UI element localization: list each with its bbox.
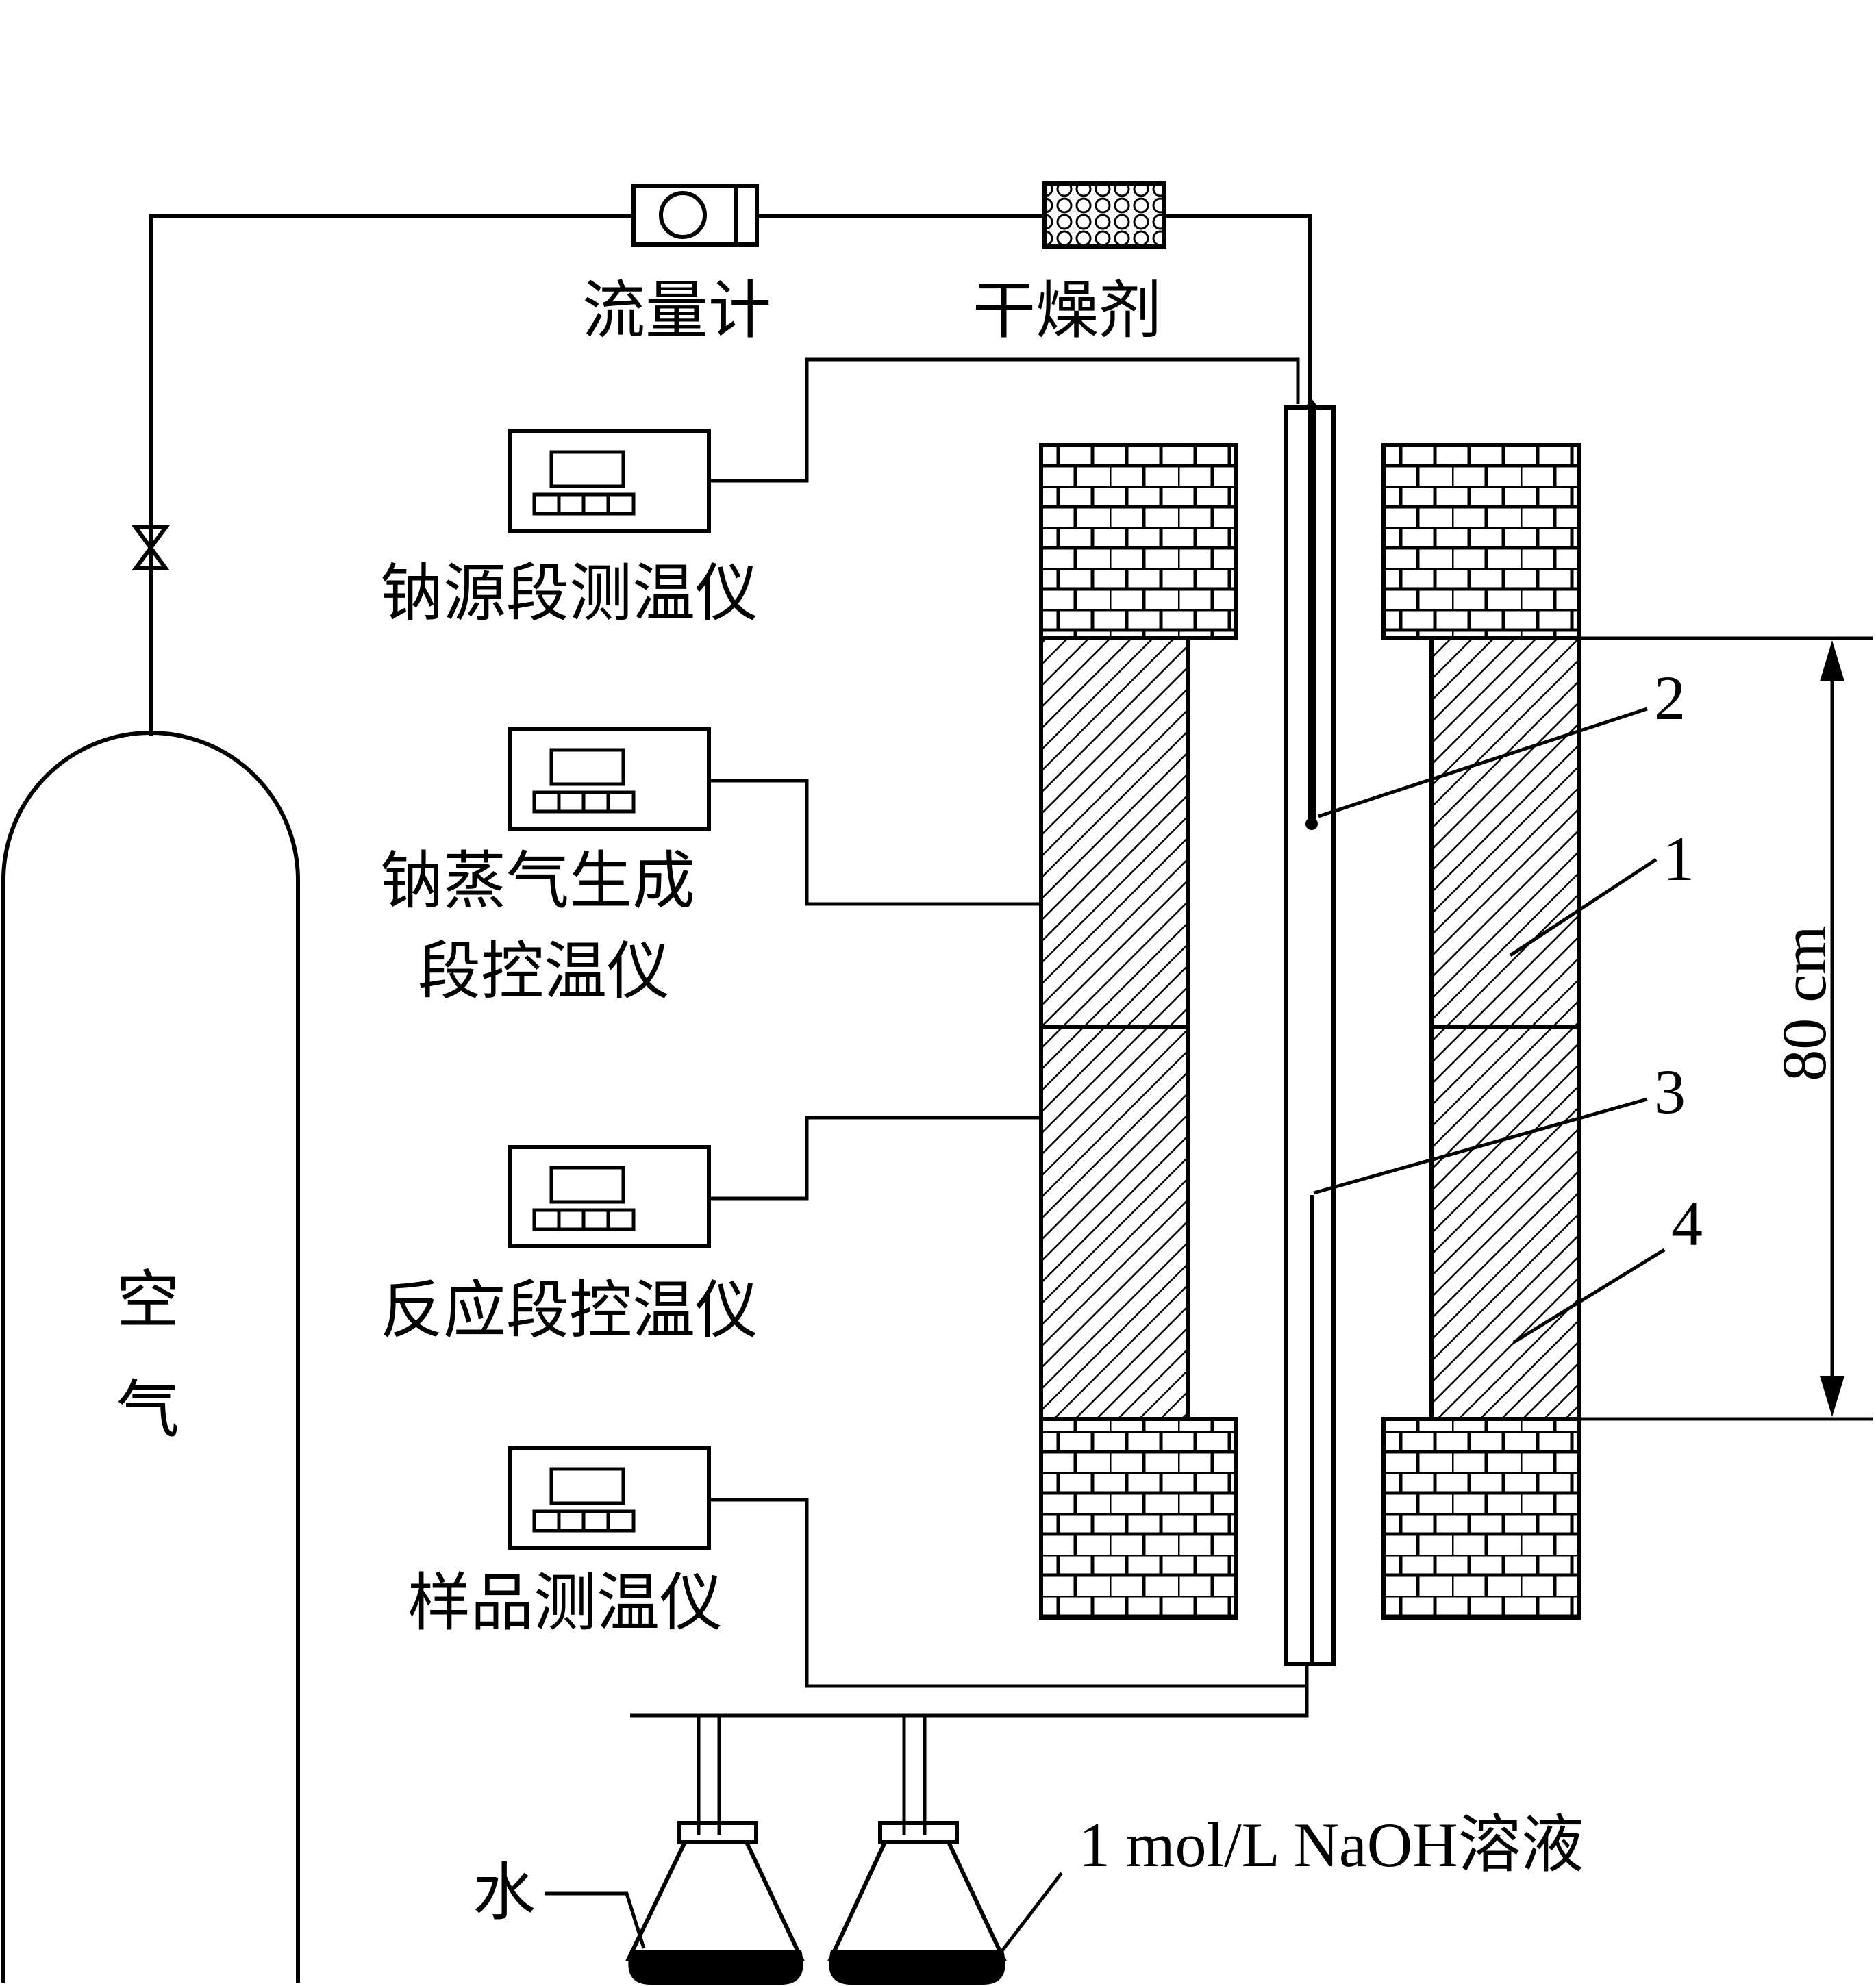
callout-3-leader [1313,1097,1648,1195]
naoh-leader-line [1000,1872,1063,1953]
air-cylinder: 空 气 [1,731,300,1983]
sodium-source-thermometer [508,429,711,533]
valve-icon [132,525,170,570]
callout-2-leader [1318,707,1648,818]
water-leader-line [545,1891,646,1949]
callout-4: 4 [1671,1189,1703,1259]
sodium-vapor-controller-label-1: 钠蒸气生成 [380,844,695,918]
naoh-flask [827,1821,1007,1985]
furnace-right-wall [1381,443,1581,1620]
air-label-1: 空 [116,1264,179,1337]
sodium-vapor-controller [508,727,711,831]
reactor-tube [1284,399,1336,1666]
gas-supply-line [149,214,1312,736]
water-label: 水 [473,1856,536,1929]
callout-4-leader [1512,1248,1666,1344]
sodium-vapor-controller-label-2: 段控温仪 [418,935,670,1008]
flowmeter-icon [631,184,759,247]
length-label: 80 cm [1769,925,1839,1081]
callout-1-leader [1509,857,1658,957]
sodium-source-thermometer-label: 钠源段测温仪 [380,557,758,630]
reaction-controller-label: 反应段控温仪 [380,1274,758,1347]
sample-thermometer [508,1446,711,1550]
desiccant-label: 干燥剂 [973,274,1162,347]
outlet-line [630,1664,1309,1835]
air-label-2: 气 [116,1373,179,1446]
water-flask [625,1821,805,1985]
reaction-controller [508,1145,711,1248]
callout-2: 2 [1654,663,1686,733]
length-dimension [1579,636,1873,1421]
naoh-solution-label: 1 mol/L NaOH溶液 [1079,1810,1584,1880]
desiccant-icon [1042,181,1166,249]
flowmeter-label: 流量计 [582,274,771,347]
callout-1: 1 [1663,824,1694,894]
sample-thermometer-label: 样品测温仪 [408,1566,723,1639]
callout-3: 3 [1654,1057,1686,1127]
furnace-left-wall [1039,443,1238,1620]
